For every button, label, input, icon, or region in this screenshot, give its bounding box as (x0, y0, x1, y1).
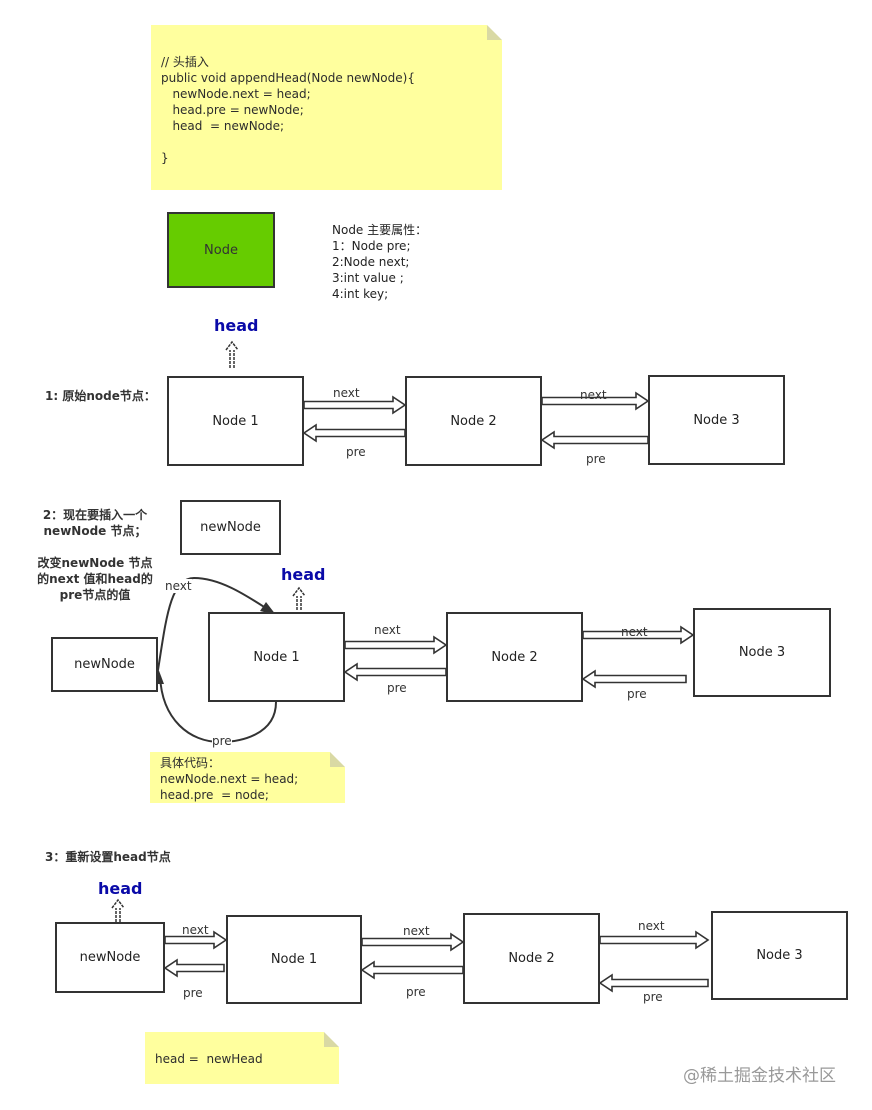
pre-arrow (581, 669, 687, 689)
step1-pre-label-2: pre (586, 452, 606, 466)
pre-arrow (360, 960, 464, 980)
step3-next-label-2: next (638, 919, 665, 933)
code-note-line: } (161, 151, 169, 165)
code-note-text: // 头插入 public void appendHead(Node newNod… (161, 54, 415, 166)
head-pointer-arrow (225, 340, 239, 368)
pre-arrow (598, 973, 709, 993)
next-arrow (164, 930, 228, 950)
step3-code-note: head = newHead (145, 1032, 339, 1084)
step2-node-1: Node 1 (208, 612, 345, 702)
curve-next-arrow (157, 576, 273, 671)
next-arrow (599, 930, 710, 950)
step1-next-label-1: next (333, 386, 360, 400)
code-note-line: public void appendHead(Node newNode){ (161, 71, 415, 85)
step2-code-line: head.pre = node; (160, 788, 269, 802)
step1-node-1: Node 1 (167, 376, 304, 466)
node-properties: Node 主要属性： 1：Node pre; 2:Node next; 3:int v… (332, 222, 427, 302)
step1-node-2: Node 2 (405, 376, 542, 466)
step3-next-label-1: next (403, 924, 430, 938)
step2-next-label-1: next (374, 623, 401, 637)
next-arrow (541, 391, 650, 411)
note-fold (324, 1032, 339, 1047)
pre-arrow (163, 958, 225, 978)
step3-next-label-0: next (182, 923, 209, 937)
head-pointer-arrow (292, 586, 306, 610)
step2-pre-label-1: pre (387, 681, 407, 695)
step1-next-label-2: next (580, 388, 607, 402)
step2-new-node: newNode (51, 637, 158, 692)
curve-next-arrowhead (260, 602, 276, 615)
step2-next-label-2: next (621, 625, 648, 639)
step2-head-label: head (281, 565, 326, 584)
step2-code-note-text: 具体代码： newNode.next = head; head.pre = node… (160, 755, 298, 803)
legend-node-box: Node (167, 212, 275, 288)
node-prop-title: Node 主要属性： (332, 223, 428, 237)
step2-node-3: Node 3 (693, 608, 831, 697)
step3-code-note-text: head = newHead (155, 1052, 263, 1066)
node-prop-item: 3:int value ; (332, 271, 404, 285)
step2-node-2: Node 2 (446, 612, 583, 702)
next-arrow (303, 395, 407, 415)
step3-pre-label-1: pre (406, 985, 426, 999)
pre-arrow (302, 423, 406, 443)
step3-node-2: Node 2 (463, 913, 600, 1004)
step1-pre-label-1: pre (346, 445, 366, 459)
step1-head-label: head (214, 316, 259, 335)
pre-arrow (540, 430, 649, 450)
node-prop-item: 4:int key; (332, 287, 389, 301)
pre-arrow (343, 662, 447, 682)
step2-code-line: newNode.next = head; (160, 772, 299, 786)
code-note: // 头插入 public void appendHead(Node newNod… (151, 25, 502, 190)
next-arrow (582, 625, 695, 645)
step3-pre-label-2: pre (643, 990, 663, 1004)
step2-curve-pre-label: pre (212, 734, 232, 748)
step3-node-3: Node 3 (711, 911, 848, 1000)
step2-label: 2：现在要插入一个 newNode 节点； (42, 508, 148, 538)
step3-new-node: newNode (55, 922, 165, 993)
node-prop-item: 1：Node pre; (332, 239, 411, 253)
node-prop-item: 2:Node next; (332, 255, 410, 269)
step1-node-3: Node 3 (648, 375, 785, 465)
step1-label: 1: 原始node节点： (45, 389, 156, 403)
step2-pre-label-2: pre (627, 687, 647, 701)
next-arrow (344, 635, 448, 655)
code-note-line (161, 134, 415, 150)
step3-head-label: head (98, 879, 143, 898)
code-note-line: head.pre = newNode; (161, 103, 304, 117)
code-note-line: head = newNode; (161, 119, 285, 133)
step2-description: 改变newNode 节点 的next 值和head的 pre节点的值 (37, 556, 153, 602)
step2-curve-next-label: next (165, 579, 192, 593)
code-note-line: // 头插入 (161, 55, 209, 69)
code-note-line: newNode.next = head; (161, 87, 311, 101)
step3-pre-label-0: pre (183, 986, 203, 1000)
step3-node-1: Node 1 (226, 915, 362, 1004)
note-fold (487, 25, 502, 40)
step2-code-note: 具体代码： newNode.next = head; head.pre = node… (150, 752, 345, 803)
step2-code-line: 具体代码： (160, 756, 221, 770)
note-fold (330, 752, 345, 767)
step3-label: 3：重新设置head节点 (45, 850, 171, 864)
step2-new-node-top: newNode (180, 500, 281, 555)
next-arrow (361, 932, 465, 952)
watermark: @稀土掘金技术社区 (683, 1066, 836, 1086)
